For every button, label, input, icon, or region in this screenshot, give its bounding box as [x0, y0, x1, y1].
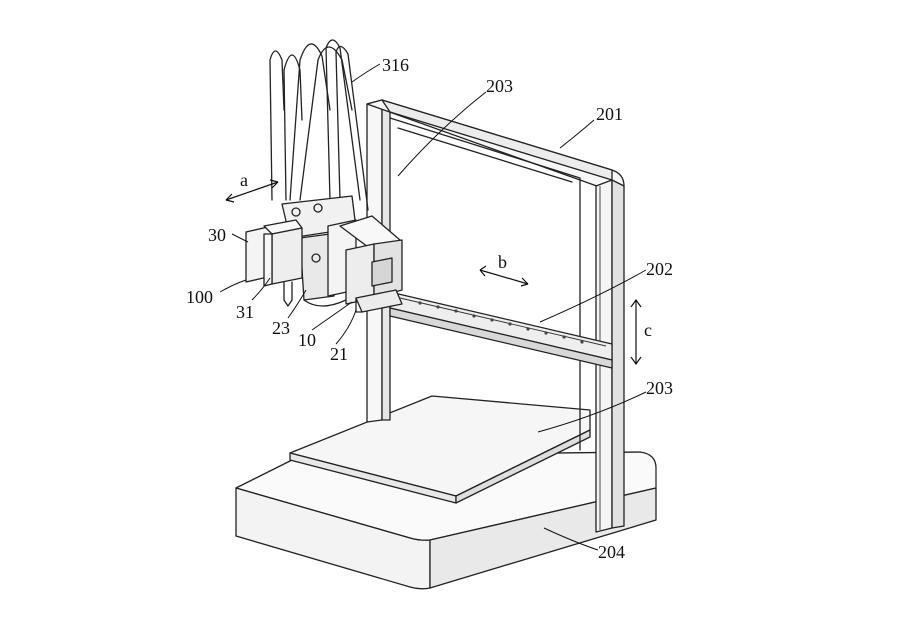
label-202: 202	[646, 259, 673, 279]
reference-labels: 316 203 201 a 30 b 202 100 c 31 23 10 21…	[186, 55, 673, 562]
label-a: a	[240, 170, 248, 190]
print-head-31	[245, 219, 303, 307]
rail-202	[389, 291, 613, 369]
label-b: b	[498, 252, 507, 272]
label-100: 100	[186, 287, 213, 307]
rail-holes	[418, 301, 584, 344]
leader-lines	[219, 63, 647, 551]
label-31: 31	[236, 302, 254, 322]
label-c: c	[644, 320, 652, 340]
label-204: 204	[598, 542, 625, 562]
print-head-10	[327, 215, 403, 313]
label-30: 30	[208, 225, 226, 245]
motion-arrows	[225, 179, 642, 366]
arrow-b	[479, 265, 529, 287]
label-201: 201	[596, 104, 623, 124]
arrow-a	[225, 179, 279, 203]
label-203-lower: 203	[646, 378, 673, 398]
label-10: 10	[298, 330, 316, 350]
label-316: 316	[382, 55, 409, 75]
label-23: 23	[272, 318, 290, 338]
filament-tubes-316	[269, 39, 369, 211]
label-21: 21	[330, 344, 348, 364]
arrow-c	[630, 298, 642, 366]
build-platform	[289, 395, 591, 504]
label-203-upper: 203	[486, 76, 513, 96]
